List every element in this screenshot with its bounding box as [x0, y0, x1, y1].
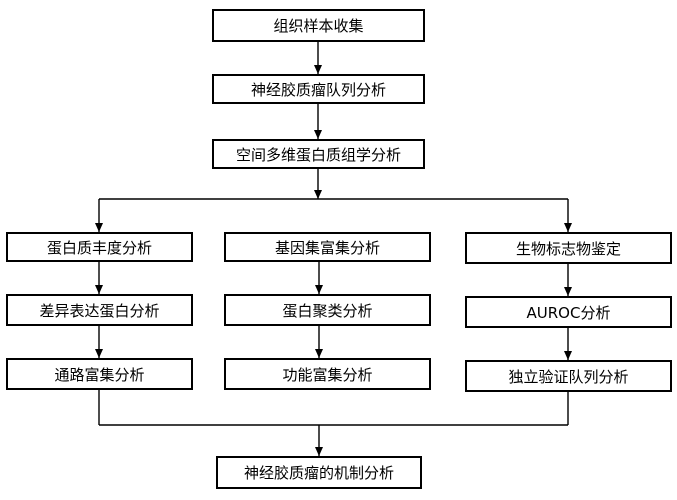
node-glioma-mechanism-analysis: 神经胶质瘤的机制分析 — [216, 456, 422, 489]
node-sample-collection: 组织样本收集 — [212, 9, 425, 42]
node-gene-set-enrichment-analysis: 基因集富集分析 — [224, 232, 431, 262]
node-spatial-proteomics-analysis: 空间多维蛋白质组学分析 — [212, 139, 425, 169]
node-independent-validation-cohort: 独立验证队列分析 — [465, 360, 672, 392]
node-biomarker-identification: 生物标志物鉴定 — [465, 232, 672, 264]
node-pathway-enrichment-analysis: 通路富集分析 — [6, 358, 193, 390]
node-differential-expression-analysis: 差异表达蛋白分析 — [6, 294, 193, 326]
node-protein-abundance-analysis: 蛋白质丰度分析 — [6, 232, 193, 262]
node-protein-clustering-analysis: 蛋白聚类分析 — [224, 294, 431, 326]
node-glioma-cohort-analysis: 神经胶质瘤队列分析 — [212, 74, 425, 104]
node-auroc-analysis: AUROC分析 — [465, 296, 672, 328]
node-functional-enrichment-analysis: 功能富集分析 — [224, 358, 431, 390]
